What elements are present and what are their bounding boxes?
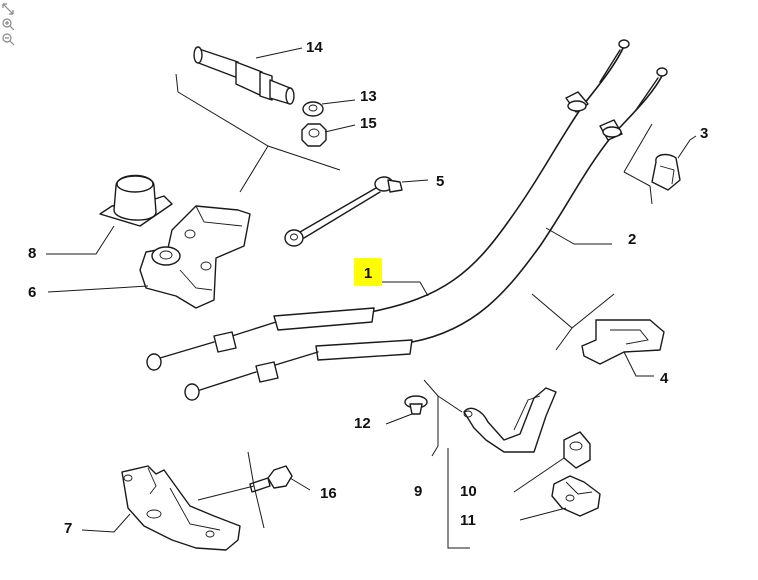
part-2-selector-cable[interactable] [279,39,668,349]
viewer-toolbar [1,2,17,46]
part-1-gear-cable-assembly[interactable] [146,307,413,401]
callout-12-label[interactable]: 12 [354,415,371,432]
part-3-cable-clip[interactable] [651,153,681,191]
part-15-nut[interactable] [301,123,327,147]
callout-4-label[interactable]: 4 [660,370,669,387]
callout-10-label[interactable]: 10 [460,483,477,500]
callout-1-highlight [354,258,382,286]
callout-2-label[interactable]: 2 [628,231,636,248]
callout-1[interactable]: 1 [354,258,382,286]
part-5-link-rod[interactable] [284,176,403,247]
part-8-mount[interactable] [99,174,173,227]
part-9-cable-bracket[interactable] [463,387,557,453]
callout-7-label[interactable]: 7 [64,520,72,537]
zoom-in-icon[interactable] [1,17,15,31]
part-13-nut[interactable] [302,101,324,117]
part-14-pin[interactable] [193,46,295,105]
callout-16-label[interactable]: 16 [320,485,337,502]
callout-14-label[interactable]: 14 [306,39,323,56]
part-12-plug[interactable] [404,395,428,415]
callout-13-label[interactable]: 13 [360,88,377,105]
zoom-out-icon[interactable] [1,32,15,46]
part-6-lever-bracket[interactable] [139,205,251,309]
callout-9-label[interactable]: 9 [414,483,422,500]
callout-15-label[interactable]: 15 [360,115,377,132]
callout-3-label[interactable]: 3 [700,125,708,142]
part-7-base-plate[interactable] [121,465,241,551]
fit-page-icon[interactable] [1,2,15,16]
part-4-cable-support[interactable] [581,319,665,365]
callout-1-label: 1 [364,265,372,282]
callout-6-label[interactable]: 6 [28,284,36,301]
callout-5-label[interactable]: 5 [436,173,444,190]
callout-11-label[interactable]: 11 [460,512,476,529]
callout-8-label[interactable]: 8 [28,245,36,262]
part-16-bolt[interactable] [249,465,293,493]
part-11-clip[interactable] [551,475,601,517]
part-10-clip[interactable] [563,431,591,469]
